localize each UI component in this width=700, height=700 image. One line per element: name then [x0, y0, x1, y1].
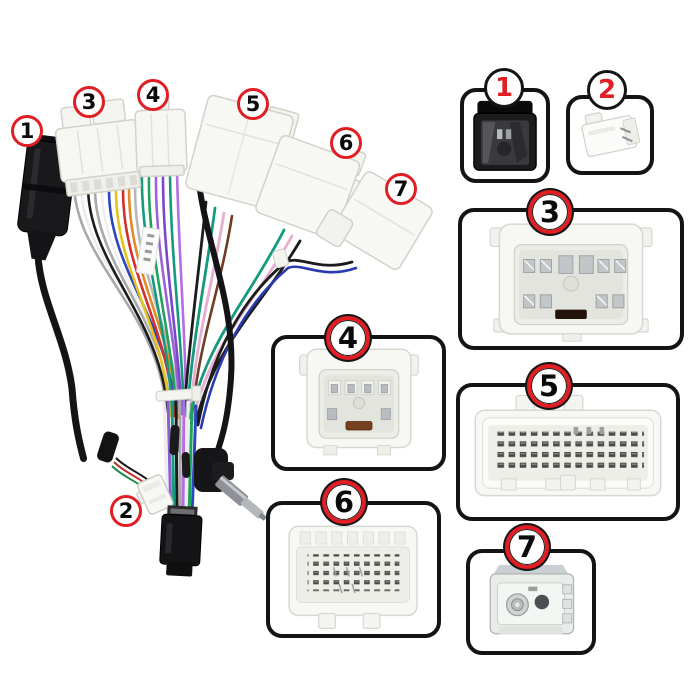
connector-2-small-white — [136, 474, 174, 515]
detail-box-2 — [566, 95, 654, 175]
callout-3: 3 — [73, 86, 105, 118]
connector-2-lead — [97, 431, 149, 489]
wiring-harness-photo — [17, 94, 433, 577]
detail-box-2-label: 2 — [587, 70, 627, 110]
detail-box-1-label: 1 — [484, 68, 524, 108]
wire-clip — [272, 248, 289, 269]
callout-2: 2 — [110, 495, 142, 527]
detail-box-4-label: 4 — [326, 316, 370, 360]
detail-box-6-label: 6 — [322, 480, 366, 524]
pin-row-bottom — [523, 294, 625, 309]
antenna-plug — [194, 448, 267, 521]
connector-3-detail-image — [489, 223, 653, 342]
connector-1-detail-image — [473, 100, 537, 171]
callout-5: 5 — [237, 88, 269, 120]
callout-1: 1 — [11, 115, 43, 147]
pin-row-top — [523, 255, 627, 274]
pin-grid — [307, 554, 400, 592]
wire-label-tag — [136, 226, 161, 276]
castellations — [299, 531, 406, 545]
secondary-socket — [534, 594, 550, 610]
connector-7-detail-image — [489, 564, 575, 635]
connector-4-detail-image — [299, 348, 419, 456]
pins — [327, 384, 391, 421]
detail-box-3 — [458, 208, 684, 350]
detail-box-7-label: 7 — [505, 525, 549, 569]
callout-4: 4 — [137, 79, 169, 111]
callout-7: 7 — [385, 173, 417, 205]
pin-grid — [495, 431, 645, 473]
detail-box-6 — [266, 501, 441, 638]
detail-box-5-label: 5 — [527, 364, 571, 408]
metal-pins — [332, 566, 364, 594]
connector-2-detail-image — [581, 112, 641, 158]
metal-pins — [573, 426, 605, 435]
main-black-connector — [159, 505, 203, 577]
key-slot — [555, 309, 587, 319]
connector-3-white — [54, 98, 144, 197]
cable-tie — [155, 385, 202, 402]
key-slot — [345, 421, 373, 431]
heat-shrink-sleeves — [169, 425, 191, 478]
connector-5-detail-image — [474, 394, 662, 497]
detail-box-3-label: 3 — [528, 190, 572, 234]
callout-6: 6 — [330, 127, 362, 159]
connector-6-detail-image — [288, 525, 418, 629]
detail-box-5 — [456, 383, 680, 521]
